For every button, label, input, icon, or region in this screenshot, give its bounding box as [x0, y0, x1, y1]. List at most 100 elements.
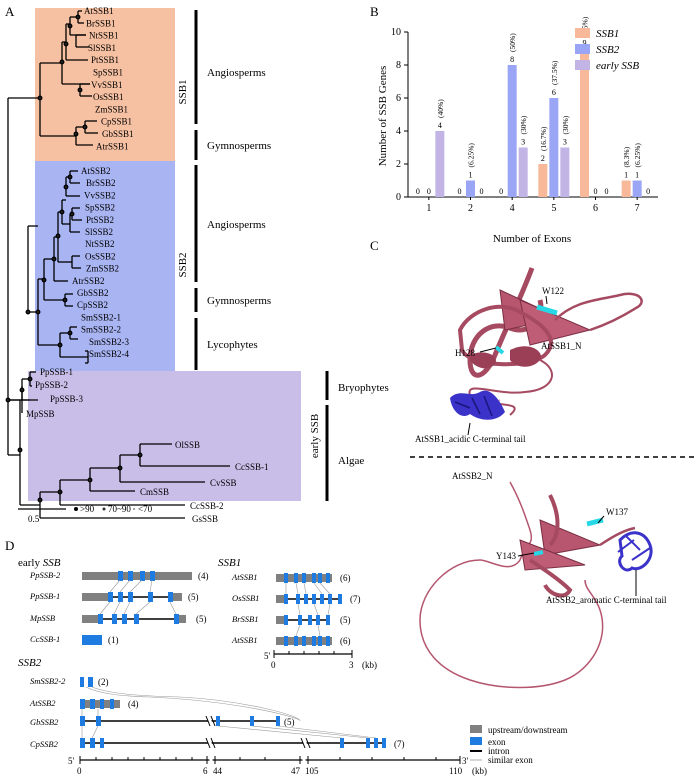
ssb2-tick-6: 6 — [203, 766, 208, 776]
early-ssb-title: early SSB — [18, 557, 61, 569]
y-tick-label: 10 — [391, 27, 401, 38]
gene-name: PpSSB-2 — [29, 570, 61, 580]
gene-exon-count: (5) — [340, 615, 351, 625]
tree-leaf: SpSSB2 — [85, 203, 115, 213]
gene-name: BrSSB1 — [232, 614, 258, 624]
structure-atssb1: W122 H128 AtSSB1_N AtSSB1_acidic C-termi… — [415, 267, 643, 444]
tree-leaf: VvSSB2 — [84, 190, 116, 200]
early-ssb-clade-box — [28, 371, 301, 501]
ssb2-tick-47: 47 — [291, 766, 301, 776]
tree-leaf: NtSSB2 — [85, 239, 115, 249]
bar-value-label: 0 — [646, 187, 650, 196]
tree-leaf: AtSSB2 — [81, 166, 111, 176]
gene-name: GbSSB2 — [30, 717, 59, 727]
panel-c: C W122 H128 AtSSB1_N AtSSB1_acidic C-ter… — [370, 238, 698, 689]
bar — [435, 131, 445, 197]
bar — [560, 147, 570, 197]
structure-atssb2: AtSSB2_N W137 Y143 AtSSB2_aromatic C-ter… — [419, 471, 667, 689]
tree-leaf: BrSSB2 — [86, 178, 116, 188]
clade-angiosperms-2: Angiosperms — [207, 219, 266, 231]
gene-name: OsSSB1 — [232, 593, 259, 603]
clade-bryophytes: Bryophytes — [338, 382, 389, 394]
ssb2-clade-box — [35, 161, 175, 371]
bar-percent-label: (16.7%) — [539, 126, 548, 151]
tree-leaf: PtSSB2 — [86, 215, 114, 225]
clade-algae: Algae — [338, 455, 364, 467]
bar-value-label: 0 — [416, 187, 420, 196]
tree-leaf: MpSSB — [26, 409, 55, 419]
gene-legend: upstream/downstream exon intron similar … — [470, 725, 567, 765]
tree-leaf: GbSSB2 — [77, 288, 109, 298]
gene-exon-count: (2) — [98, 677, 109, 687]
bar — [507, 65, 517, 197]
tree-leaf: AtSSB1 — [84, 6, 114, 16]
gene-name: CcSSB-1 — [30, 634, 60, 644]
tree-leaf: SlSSB2 — [85, 227, 113, 237]
ssb1-axis-kb: (kb) — [362, 660, 377, 670]
bootstrap-dot-low — [133, 508, 135, 510]
legend-entry: early SSB — [596, 60, 639, 72]
legend-utr-swatch — [470, 725, 482, 733]
tree-leaf: CcSSB-2 — [190, 501, 224, 511]
tree-leaf: OsSSB1 — [93, 92, 124, 102]
gene-exon-count: (7) — [350, 594, 361, 604]
scale-value: 0.5 — [28, 514, 40, 524]
residue-h128: H128 — [455, 348, 475, 358]
tree-branches — [5, 10, 230, 519]
bar-value-label: 0 — [427, 187, 431, 196]
bar-value-label: 0 — [480, 187, 484, 196]
gene-name: AtSSB1 — [231, 572, 258, 582]
tree-leaf: SmSSB2-1 — [81, 312, 121, 322]
residue-y143: Y143 — [496, 551, 516, 561]
tree-leaf: ZmSSB2 — [86, 264, 119, 274]
gene-name: AtSSB2 — [29, 698, 56, 708]
tree-leaf: CpSSB1 — [101, 117, 132, 127]
gene-exon-count: (4) — [128, 699, 139, 709]
bar-value-label: 3 — [521, 138, 525, 147]
bar-percent-label: (30%) — [561, 115, 570, 134]
tree-leaf: SpSSB1 — [93, 68, 123, 78]
tree-leaf: SlSSB1 — [88, 43, 116, 53]
bar-percent-label: (37.5%) — [550, 60, 559, 85]
bar — [518, 147, 528, 197]
atssb2-tail-label: AtSSB2_aromatic C-terminal tail — [546, 595, 667, 605]
gene-name: SmSSB2-2 — [30, 676, 66, 686]
tree-leaf: GbSSB1 — [102, 129, 134, 139]
gene-exon-count: (7) — [394, 739, 405, 749]
tree-leaf: ZmSSB1 — [95, 104, 128, 114]
bar-percent-label: (6.25%) — [467, 143, 476, 168]
ssb2-axis-3prime: 3' — [462, 756, 469, 766]
tree-leaf: GsSSB — [192, 514, 218, 524]
bar-value-label: 1 — [635, 171, 639, 180]
ssb1-axis-zero: 0 — [271, 660, 276, 670]
tree-leaf: VvSSB1 — [91, 80, 123, 90]
ssb2-tick-44: 44 — [213, 766, 223, 776]
bar-value-label: 0 — [605, 187, 609, 196]
ssb1-axis-5prime: 5' — [264, 651, 271, 661]
gene-exon-count: (5) — [196, 614, 207, 624]
clade-angiosperms-1: Angiosperms — [207, 67, 266, 79]
panel-d-label: D — [5, 538, 14, 553]
clade-lycophytes: Lycophytes — [207, 339, 258, 351]
tree-leaf: SmSSB2-4 — [89, 349, 130, 359]
ssb2-axis-kb: (kb) — [472, 766, 487, 776]
x-axis-label: Number of Exons — [493, 233, 571, 245]
bar-value-label: 8 — [510, 55, 514, 64]
bar-value-label: 0 — [458, 187, 462, 196]
gene-exon-count: (6) — [340, 573, 351, 583]
x-tick-label: 6 — [593, 203, 598, 214]
x-tick-label: 4 — [510, 203, 515, 214]
gene-name: MpSSB — [29, 613, 55, 623]
clade-gymnosperms-2: Gymnosperms — [207, 295, 271, 307]
ssb1-title: SSB1 — [218, 557, 241, 569]
tree-leaf: CmSSB — [140, 487, 169, 497]
y-tick-label: 2 — [396, 159, 401, 170]
y-tick-label: 8 — [396, 60, 401, 71]
gene-name: AtSSB1 — [231, 635, 258, 645]
early-ssb-genes: PpSSB-2 (4) PpSSB-1 (5) MpSSB (5) CcSSB-… — [29, 570, 209, 645]
bar-value-label: 9 — [583, 39, 587, 48]
tree-leaf: PpSSB-3 — [50, 394, 84, 404]
group-ssb1: SSB1 — [177, 79, 189, 104]
